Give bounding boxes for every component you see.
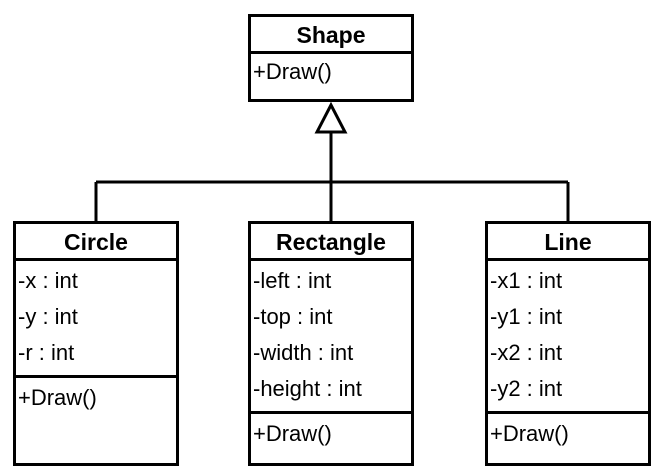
method: +Draw() <box>253 59 332 84</box>
attribute: -height : int <box>253 376 362 401</box>
attribute: -y : int <box>18 304 78 329</box>
attribute: -width : int <box>253 340 354 365</box>
methods-compartment: +Draw() <box>488 414 648 463</box>
class-name: Shape <box>251 17 411 54</box>
methods-compartment: +Draw() <box>251 414 411 463</box>
methods-compartment: +Draw() <box>16 378 176 463</box>
class-rectangle[interactable]: Rectangle -left : int -top : int -width … <box>248 221 414 466</box>
method: +Draw() <box>18 385 97 410</box>
attributes-compartment: -x : int -y : int -r : int <box>16 261 176 378</box>
attribute: -x1 : int <box>490 268 563 293</box>
attribute: -y1 : int <box>490 304 563 329</box>
attribute: -x : int <box>18 268 78 293</box>
attribute: -y2 : int <box>490 376 563 401</box>
generalization-arrowhead-icon <box>314 101 348 134</box>
attribute: -x2 : int <box>490 340 563 365</box>
class-name: Rectangle <box>251 224 411 261</box>
attribute: -r : int <box>18 340 75 365</box>
class-name: Line <box>488 224 648 261</box>
methods-compartment: +Draw() <box>251 54 411 99</box>
attributes-compartment: -x1 : int -y1 : int -x2 : int -y2 : int <box>488 261 648 414</box>
method: +Draw() <box>253 421 332 446</box>
class-circle[interactable]: Circle -x : int -y : int -r : int +Draw(… <box>13 221 179 466</box>
class-name: Circle <box>16 224 176 261</box>
attributes-compartment: -left : int -top : int -width : int -hei… <box>251 261 411 414</box>
attribute: -top : int <box>253 304 333 329</box>
class-line[interactable]: Line -x1 : int -y1 : int -x2 : int -y2 :… <box>485 221 651 466</box>
class-shape[interactable]: Shape +Draw() <box>248 14 414 102</box>
method: +Draw() <box>490 421 569 446</box>
attribute: -left : int <box>253 268 332 293</box>
